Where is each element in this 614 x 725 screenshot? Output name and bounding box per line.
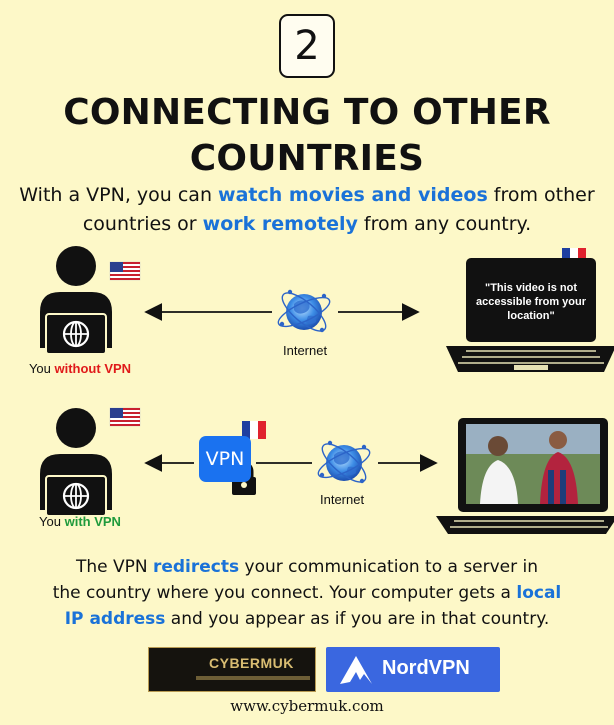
intro-part: With a VPN, you can <box>19 184 219 206</box>
vpn-server-box: VPN <box>199 436 251 482</box>
explanation-highlight-redirects: redirects <box>152 557 240 577</box>
intro-part: from other <box>487 184 595 206</box>
intro-text: With a VPN, you can watch movies and vid… <box>0 181 614 239</box>
title-line-1: CONNECTING TO OTHER <box>63 92 551 133</box>
page-title: CONNECTING TO OTHER COUNTRIES <box>0 90 614 182</box>
person-icon <box>38 406 114 518</box>
globe-icon <box>274 286 334 338</box>
caption-without-vpn: You without VPN <box>0 361 160 376</box>
title-line-2: COUNTRIES <box>189 138 425 179</box>
explanation-highlight-local: local <box>516 583 562 603</box>
website-url[interactable]: www.cybermuk.com <box>230 697 384 715</box>
blocked-video-message: "This video is not accessible from your … <box>472 268 590 336</box>
intro-part: countries or <box>82 213 203 235</box>
explanation-highlight-ip: IP address <box>64 609 166 629</box>
cybermuk-tagline-bar <box>196 676 310 680</box>
step-number: 2 <box>294 23 320 69</box>
nordvpn-logo-icon <box>340 656 372 684</box>
intro-highlight-movies: watch movies and videos <box>218 184 488 206</box>
explanation-part: The VPN <box>75 557 153 577</box>
us-flag-icon <box>109 261 141 281</box>
caption-prefix: You <box>28 361 55 376</box>
nordvpn-name: NordVPN <box>382 657 470 679</box>
explanation-part: and you appear as if you are in that cou… <box>165 609 550 629</box>
globe-icon <box>314 437 374 489</box>
intro-part: from any country. <box>357 213 532 235</box>
step-number-box: 2 <box>279 14 335 78</box>
cybermuk-name: CYBERMUK <box>209 655 294 671</box>
explanation-part: the country where you connect. Your comp… <box>52 583 517 603</box>
internet-label: Internet <box>320 492 365 507</box>
caption-prefix: You <box>39 514 65 529</box>
laptop-icon <box>436 418 614 534</box>
vpn-label: VPN <box>205 448 245 470</box>
blocked-message-text: "This video is not accessible from your … <box>475 282 587 322</box>
laptop-icon <box>446 258 614 372</box>
intro-highlight-remote: work remotely <box>202 213 358 235</box>
internet-label: Internet <box>283 343 328 358</box>
caption-with-vpn: You with VPN <box>0 514 160 529</box>
caption-highlight-green: with VPN <box>64 514 121 529</box>
cybermuk-logo <box>148 647 316 692</box>
explanation-text: The VPN redirects your communication to … <box>0 554 614 632</box>
caption-highlight-red: without VPN <box>54 361 132 376</box>
us-flag-icon <box>109 407 141 427</box>
person-icon <box>38 244 114 356</box>
explanation-part: your communication to a server in <box>239 557 539 577</box>
